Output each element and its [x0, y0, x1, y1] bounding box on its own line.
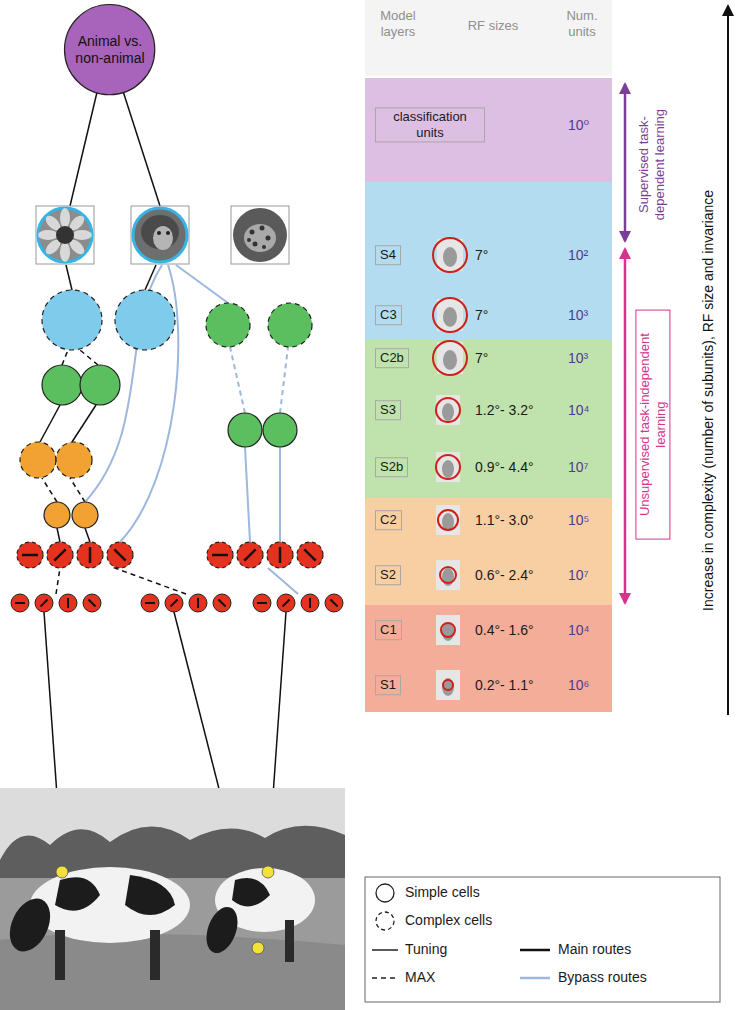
legend-text: Main routes — [558, 941, 631, 958]
layer-row: S1 0.2°- 1.1° 10⁶ — [365, 661, 612, 709]
circle-text: Animal vs. non-animal — [73, 33, 147, 67]
layer-name: classification units — [375, 107, 485, 142]
layer-row: classification units 10⁰ — [365, 101, 612, 149]
layer-row: C2b 7° 10³ — [365, 334, 612, 382]
legend-text: Simple cells — [405, 884, 480, 901]
header-label: Num. units — [556, 8, 608, 39]
unit-count: 10⁷ — [568, 567, 589, 584]
layer-row: S3 1.2°- 3.2° 10⁴ — [365, 386, 612, 434]
rf-size: 1.2°- 3.2° — [475, 402, 534, 419]
layer-name: S3 — [375, 400, 401, 420]
layer-name: C2 — [375, 510, 402, 530]
axis-label: Supervised task-dependent learning — [636, 90, 667, 240]
unit-count: 10⁰ — [568, 117, 589, 134]
legend-text: Complex cells — [405, 912, 492, 929]
unit-count: 10⁷ — [568, 459, 589, 476]
unit-count: 10⁴ — [568, 402, 590, 419]
rf-size: 7° — [475, 350, 488, 367]
unit-count: 10³ — [568, 350, 588, 367]
rf-size: 0.9°- 4.4° — [475, 459, 534, 476]
output-label: Animal vs. non-animal — [73, 33, 147, 67]
rf-size: 7° — [475, 247, 488, 264]
layer-row: C2 1.1°- 3.0° 10⁵ — [365, 496, 612, 544]
layer-name: C3 — [375, 305, 402, 325]
rf-size: 7° — [475, 307, 488, 324]
unit-count: 10⁴ — [568, 622, 590, 639]
layer-name: S4 — [375, 245, 401, 265]
layer-row: C1 0.4°- 1.6° 10⁴ — [365, 606, 612, 654]
layer-name: S2b — [375, 457, 408, 477]
rf-size: 0.4°- 1.6° — [475, 622, 534, 639]
rf-size: 1.1°- 3.0° — [475, 512, 534, 529]
unit-count: 10⁵ — [568, 512, 589, 529]
legend-text: Bypass routes — [558, 969, 647, 986]
header-label: Model layers — [370, 8, 426, 39]
layer-row: S4 7° 10² — [365, 231, 612, 279]
layer-name: S2 — [375, 565, 401, 585]
layer-row: C3 7° 10³ — [365, 291, 612, 339]
header-label: RF sizes — [458, 18, 528, 34]
layer-row: S2 0.6°- 2.4° 10⁷ — [365, 551, 612, 599]
layer-name: C2b — [375, 348, 409, 368]
rf-size: 0.6°- 2.4° — [475, 567, 534, 584]
axis-label: Unsupervised task-independent learning — [635, 310, 670, 540]
unit-count: 10⁶ — [568, 677, 589, 694]
output-circle: Animal vs. non-animal — [63, 3, 156, 96]
axis-label: Increase in complexity (number of subuni… — [700, 90, 717, 710]
rf-size: 0.2°- 1.1° — [475, 677, 534, 694]
layer-row: S2b 0.9°- 4.4° 10⁷ — [365, 443, 612, 491]
layer-name: S1 — [375, 675, 401, 695]
layer-name: C1 — [375, 620, 402, 640]
unit-count: 10³ — [568, 307, 588, 324]
legend-text: MAX — [405, 969, 435, 986]
unit-count: 10² — [568, 247, 588, 264]
legend-text: Tuning — [405, 941, 447, 958]
